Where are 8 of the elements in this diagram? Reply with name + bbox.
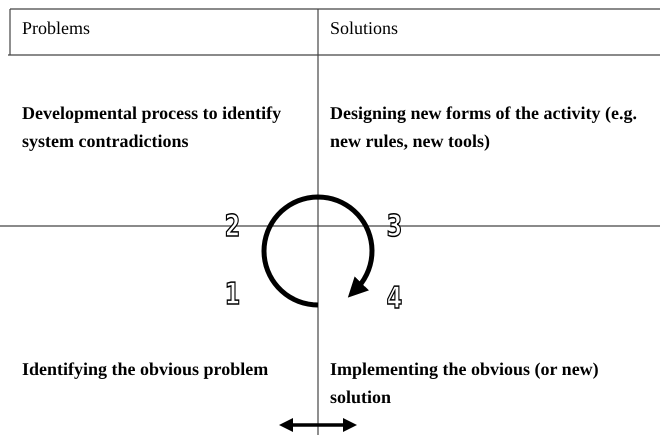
column-heading: Solutions xyxy=(330,14,630,42)
quadrant-text: Implementing the obvious (or new) solution xyxy=(330,355,650,411)
column-heading: Problems xyxy=(22,14,302,42)
quadrant-text: Designing new forms of the activity (e.g. new rules, new tools) xyxy=(330,99,640,155)
quadrant-text: Identifying the obvious problem xyxy=(22,355,307,383)
step-number: 1 xyxy=(224,280,240,310)
step-number: 4 xyxy=(386,284,402,314)
quadrant-text: Developmental process to identify system contradictions xyxy=(22,99,307,155)
